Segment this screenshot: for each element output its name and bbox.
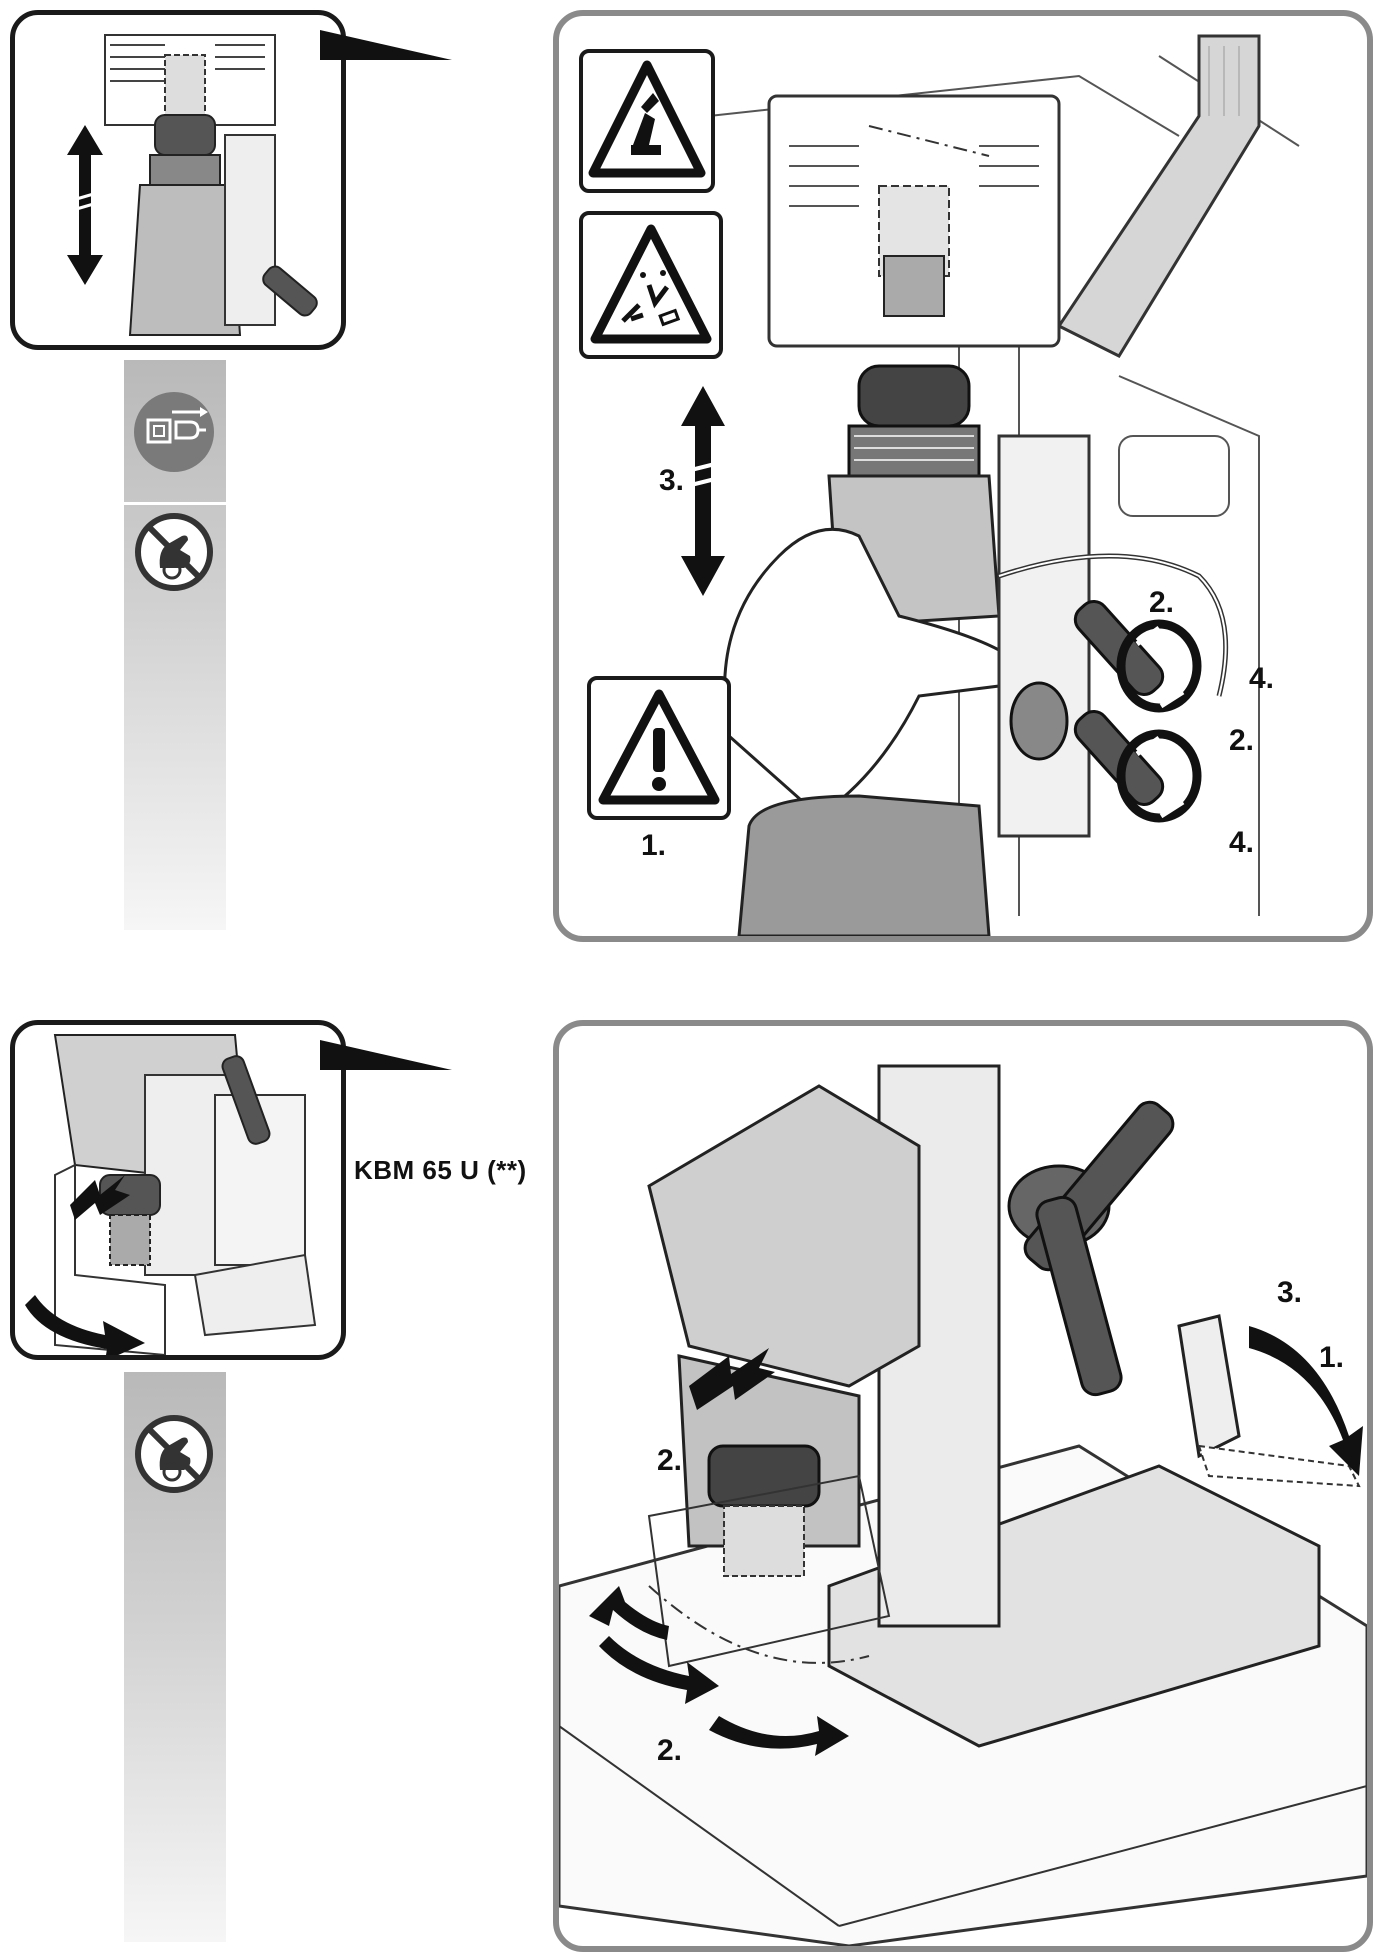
top-sidebar [124, 360, 226, 930]
bottom-callout-connector [320, 1040, 452, 1070]
bottom-sidebar [124, 1372, 226, 1942]
top-step-4b: 4. [1229, 826, 1255, 859]
general-warning-box [587, 676, 731, 820]
top-detail-panel [10, 10, 346, 350]
no-gloves-icon [135, 513, 213, 591]
top-step-2a: 2. [1149, 586, 1175, 619]
hand-crush-warning-box [579, 49, 715, 193]
bottom-detail-drawing [25, 1034, 317, 1355]
bottom-step-1: 1. [1319, 1341, 1345, 1374]
top-main-drawing [681, 34, 1300, 936]
top-step-3: 3. [659, 464, 685, 497]
top-main-panel: 1. 3. 2. 4. 2. 4. [553, 10, 1373, 942]
flying-debris-warning-icon [590, 224, 712, 344]
no-gloves-icon [135, 1415, 213, 1493]
bottom-step-2a: 2. [657, 1444, 683, 1477]
top-step-1: 1. [641, 829, 667, 862]
top-step-2b: 2. [1229, 724, 1255, 757]
unplug-icon [134, 392, 214, 472]
hand-crush-warning-icon [588, 60, 706, 178]
bottom-main-drawing [559, 1064, 1367, 1946]
bottom-step-2b: 2. [657, 1734, 683, 1767]
general-warning-icon [598, 689, 720, 805]
bottom-main-panel: 3. 1. 2. 2. [553, 1020, 1373, 1952]
top-detail-drawing [67, 34, 318, 336]
top-callout-connector [320, 30, 452, 60]
bottom-step-3: 3. [1277, 1276, 1303, 1309]
bottom-detail-panel [10, 1020, 346, 1360]
model-label: KBM 65 U (**) [354, 1155, 527, 1185]
flying-debris-warning-box [579, 211, 723, 359]
top-step-4a: 4. [1249, 662, 1275, 695]
